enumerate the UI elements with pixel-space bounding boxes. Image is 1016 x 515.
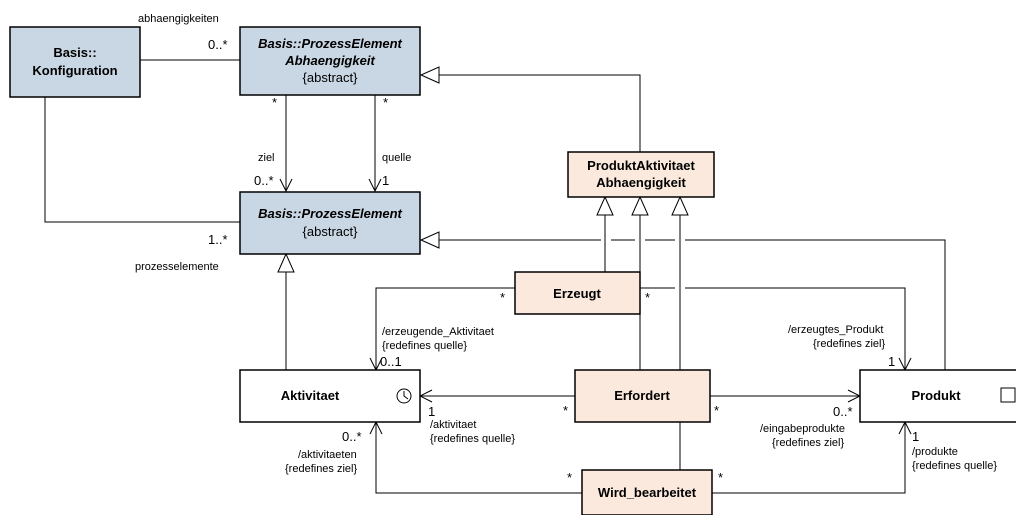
class-prozesselement[interactable]: Basis::ProzessElement {abstract} bbox=[239, 191, 421, 255]
class-pea-line2: Abhaengigkeit bbox=[284, 53, 375, 68]
edge-erzeugtes-produkt bbox=[685, 287, 905, 370]
label-wird-star-right: * bbox=[718, 470, 723, 485]
label-prozesselemente: prozesselemente bbox=[135, 261, 219, 273]
label-erzeugtes-role: /erzeugtes_Produkt bbox=[788, 324, 883, 336]
class-erzeugt[interactable]: Erzeugt bbox=[514, 271, 641, 315]
label-aktivitaet-redefines: {redefines quelle} bbox=[430, 433, 515, 445]
edge-erzeugende-aktivitaet bbox=[376, 287, 515, 370]
class-paa-line1: ProduktAktivitaet bbox=[587, 158, 695, 173]
label-produkte-role: /produkte bbox=[912, 446, 958, 458]
label-aktivitaeten-redefines: {redefines ziel} bbox=[285, 463, 357, 475]
class-konfiguration-line2: Konfiguration bbox=[32, 63, 117, 78]
label-ziel: ziel bbox=[258, 152, 275, 164]
class-wird-bearbeitet-name: Wird_bearbeitet bbox=[598, 485, 697, 500]
edges bbox=[44, 59, 946, 494]
label-erzeugende-redefines: {redefines quelle} bbox=[382, 340, 467, 352]
label-aktivitaeten-mult: 0..* bbox=[342, 429, 362, 444]
label-erzeugende-role: /erzeugende_Aktivitaet bbox=[382, 326, 494, 338]
label-abhaengigkeiten: abhaengigkeiten bbox=[138, 13, 219, 25]
edge-aktivitaeten bbox=[376, 422, 582, 494]
label-erzeugt-star: * bbox=[500, 290, 505, 305]
class-produkt-name: Produkt bbox=[911, 388, 961, 403]
label-erzeugtes-mult: 1 bbox=[888, 354, 895, 369]
label-quelle: quelle bbox=[382, 152, 411, 164]
label-produkte-redefines: {redefines quelle} bbox=[912, 460, 997, 472]
label-wird-star-left: * bbox=[567, 470, 572, 485]
label-pe-mult: 1..* bbox=[208, 232, 228, 247]
label-ziel-star: * bbox=[272, 95, 277, 110]
label-eingabe-redefines: {redefines ziel} bbox=[772, 437, 844, 449]
label-erzeugende-mult: 0..1 bbox=[380, 354, 402, 369]
class-pe-line1: Basis::ProzessElement bbox=[258, 206, 402, 221]
label-erfordert-star-left: * bbox=[563, 403, 568, 418]
label-produkte-mult: 1 bbox=[912, 429, 919, 444]
generalization-produkt-part1 bbox=[685, 239, 946, 370]
label-aktivitaet-mult: 1 bbox=[428, 404, 435, 419]
label-erzeugt-star2: * bbox=[645, 290, 650, 305]
class-paa-line2: Abhaengigkeit bbox=[596, 175, 686, 190]
label-aktivitaet-role: /aktivitaet bbox=[430, 419, 476, 431]
edge-konfig-prozesselemente bbox=[44, 97, 240, 223]
class-erzeugt-name: Erzeugt bbox=[553, 286, 601, 301]
label-quelle-star: * bbox=[383, 95, 388, 110]
edge-labels: abhaengigkeiten 0..* * * ziel quelle 0..… bbox=[135, 13, 997, 485]
class-konfiguration-line1: Basis:: bbox=[53, 45, 96, 60]
label-erfordert-star-right: * bbox=[714, 403, 719, 418]
artifact-box-icon bbox=[1000, 387, 1016, 403]
class-pe-stereotype: {abstract} bbox=[303, 224, 359, 239]
label-erzeugtes-redefines: {redefines ziel} bbox=[813, 338, 885, 350]
class-pea-stereotype: {abstract} bbox=[303, 70, 359, 85]
edge-produkte bbox=[712, 422, 905, 494]
class-produkt[interactable]: Produkt bbox=[859, 369, 1016, 423]
label-eingabe-mult: 0..* bbox=[833, 404, 853, 419]
label-quelle-mult: 1 bbox=[382, 173, 389, 188]
class-produktaktivitaet-abhaengigkeit[interactable]: ProduktAktivitaet Abhaengigkeit bbox=[567, 151, 715, 198]
class-aktivitaet[interactable]: Aktivitaet bbox=[239, 369, 421, 423]
clock-icon bbox=[396, 388, 412, 404]
class-wird-bearbeitet[interactable]: Wird_bearbeitet bbox=[581, 469, 713, 515]
label-eingabe-role: /eingabeprodukte bbox=[760, 423, 845, 435]
class-konfiguration[interactable]: Basis:: Konfiguration bbox=[9, 26, 141, 98]
label-abh-mult: 0..* bbox=[208, 37, 228, 52]
label-aktivitaeten-role: /aktivitaeten bbox=[298, 449, 357, 461]
class-pea-line1: Basis::ProzessElement bbox=[258, 36, 402, 51]
class-prozesselement-abhaengigkeit[interactable]: Basis::ProzessElement Abhaengigkeit {abs… bbox=[239, 26, 421, 96]
class-erfordert-name: Erfordert bbox=[614, 388, 670, 403]
class-erfordert[interactable]: Erfordert bbox=[574, 369, 711, 423]
label-ziel-mult: 0..* bbox=[254, 173, 274, 188]
class-aktivitaet-name: Aktivitaet bbox=[281, 388, 340, 403]
generalization-pa-abh bbox=[421, 75, 641, 152]
